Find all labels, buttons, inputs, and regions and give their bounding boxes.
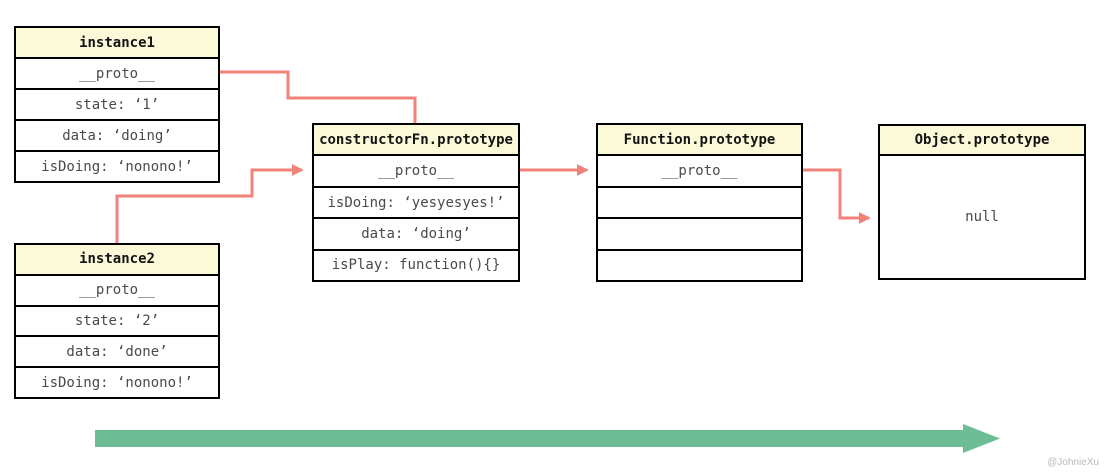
box-function-prototype: Function.prototype __proto__ xyxy=(596,123,803,282)
box-constructorfn-prototype-row-proto: __proto__ xyxy=(314,156,518,188)
box-instance1-row-isdoing: isDoing: ‘nonono!’ xyxy=(41,158,193,175)
box-instance2: instance2 __proto__ state: ‘2’ data: ‘do… xyxy=(14,243,220,399)
box-object-prototype-null-value: null xyxy=(965,209,999,225)
box-function-prototype-title: Function.prototype xyxy=(598,125,801,157)
box-instance2-row-proto: __proto__ xyxy=(16,276,218,307)
box-constructorfn-prototype-title: constructorFn.prototype xyxy=(314,125,518,157)
box-constructorfn-prototype-row-isdoing: isDoing: ‘yesyesyes!’ xyxy=(314,188,518,220)
box-constructorfn-prototype-row-data: data: ‘doing’ xyxy=(314,219,518,251)
box-object-prototype-title: Object.prototype xyxy=(880,126,1084,156)
watermark: @JohnieXu xyxy=(1047,457,1099,468)
box-instance2-title: instance2 xyxy=(16,245,218,276)
box-instance2-row-state: state: ‘2’ xyxy=(16,307,218,338)
box-constructorfn-prototype: constructorFn.prototype __proto__ isDoin… xyxy=(312,123,520,282)
box-instance1-row-data: data: ‘doing’ xyxy=(16,121,218,152)
box-instance1-row-state: state: ‘1’ xyxy=(16,90,218,121)
box-constructorfn-prototype-row-isplay: isPlay: function(){} xyxy=(331,257,501,274)
box-instance2-row-isdoing: isDoing: ‘nonono!’ xyxy=(41,374,193,391)
box-instance1-title: instance1 xyxy=(16,28,218,59)
arrow-function-proto-to-object-prototype xyxy=(802,168,871,224)
box-function-prototype-row-proto: __proto__ xyxy=(598,156,801,188)
prototype-chain-direction-arrow xyxy=(95,424,1000,453)
box-instance1-row-proto: __proto__ xyxy=(16,59,218,90)
box-instance1: instance1 __proto__ state: ‘1’ data: ‘do… xyxy=(14,26,220,183)
box-function-prototype-row-empty-1 xyxy=(598,188,801,220)
box-function-prototype-row-empty-2 xyxy=(598,219,801,251)
box-instance2-row-data: data: ‘done’ xyxy=(16,337,218,369)
box-object-prototype: Object.prototype null xyxy=(878,124,1086,280)
box-function-prototype-row-empty-3 xyxy=(598,251,801,280)
